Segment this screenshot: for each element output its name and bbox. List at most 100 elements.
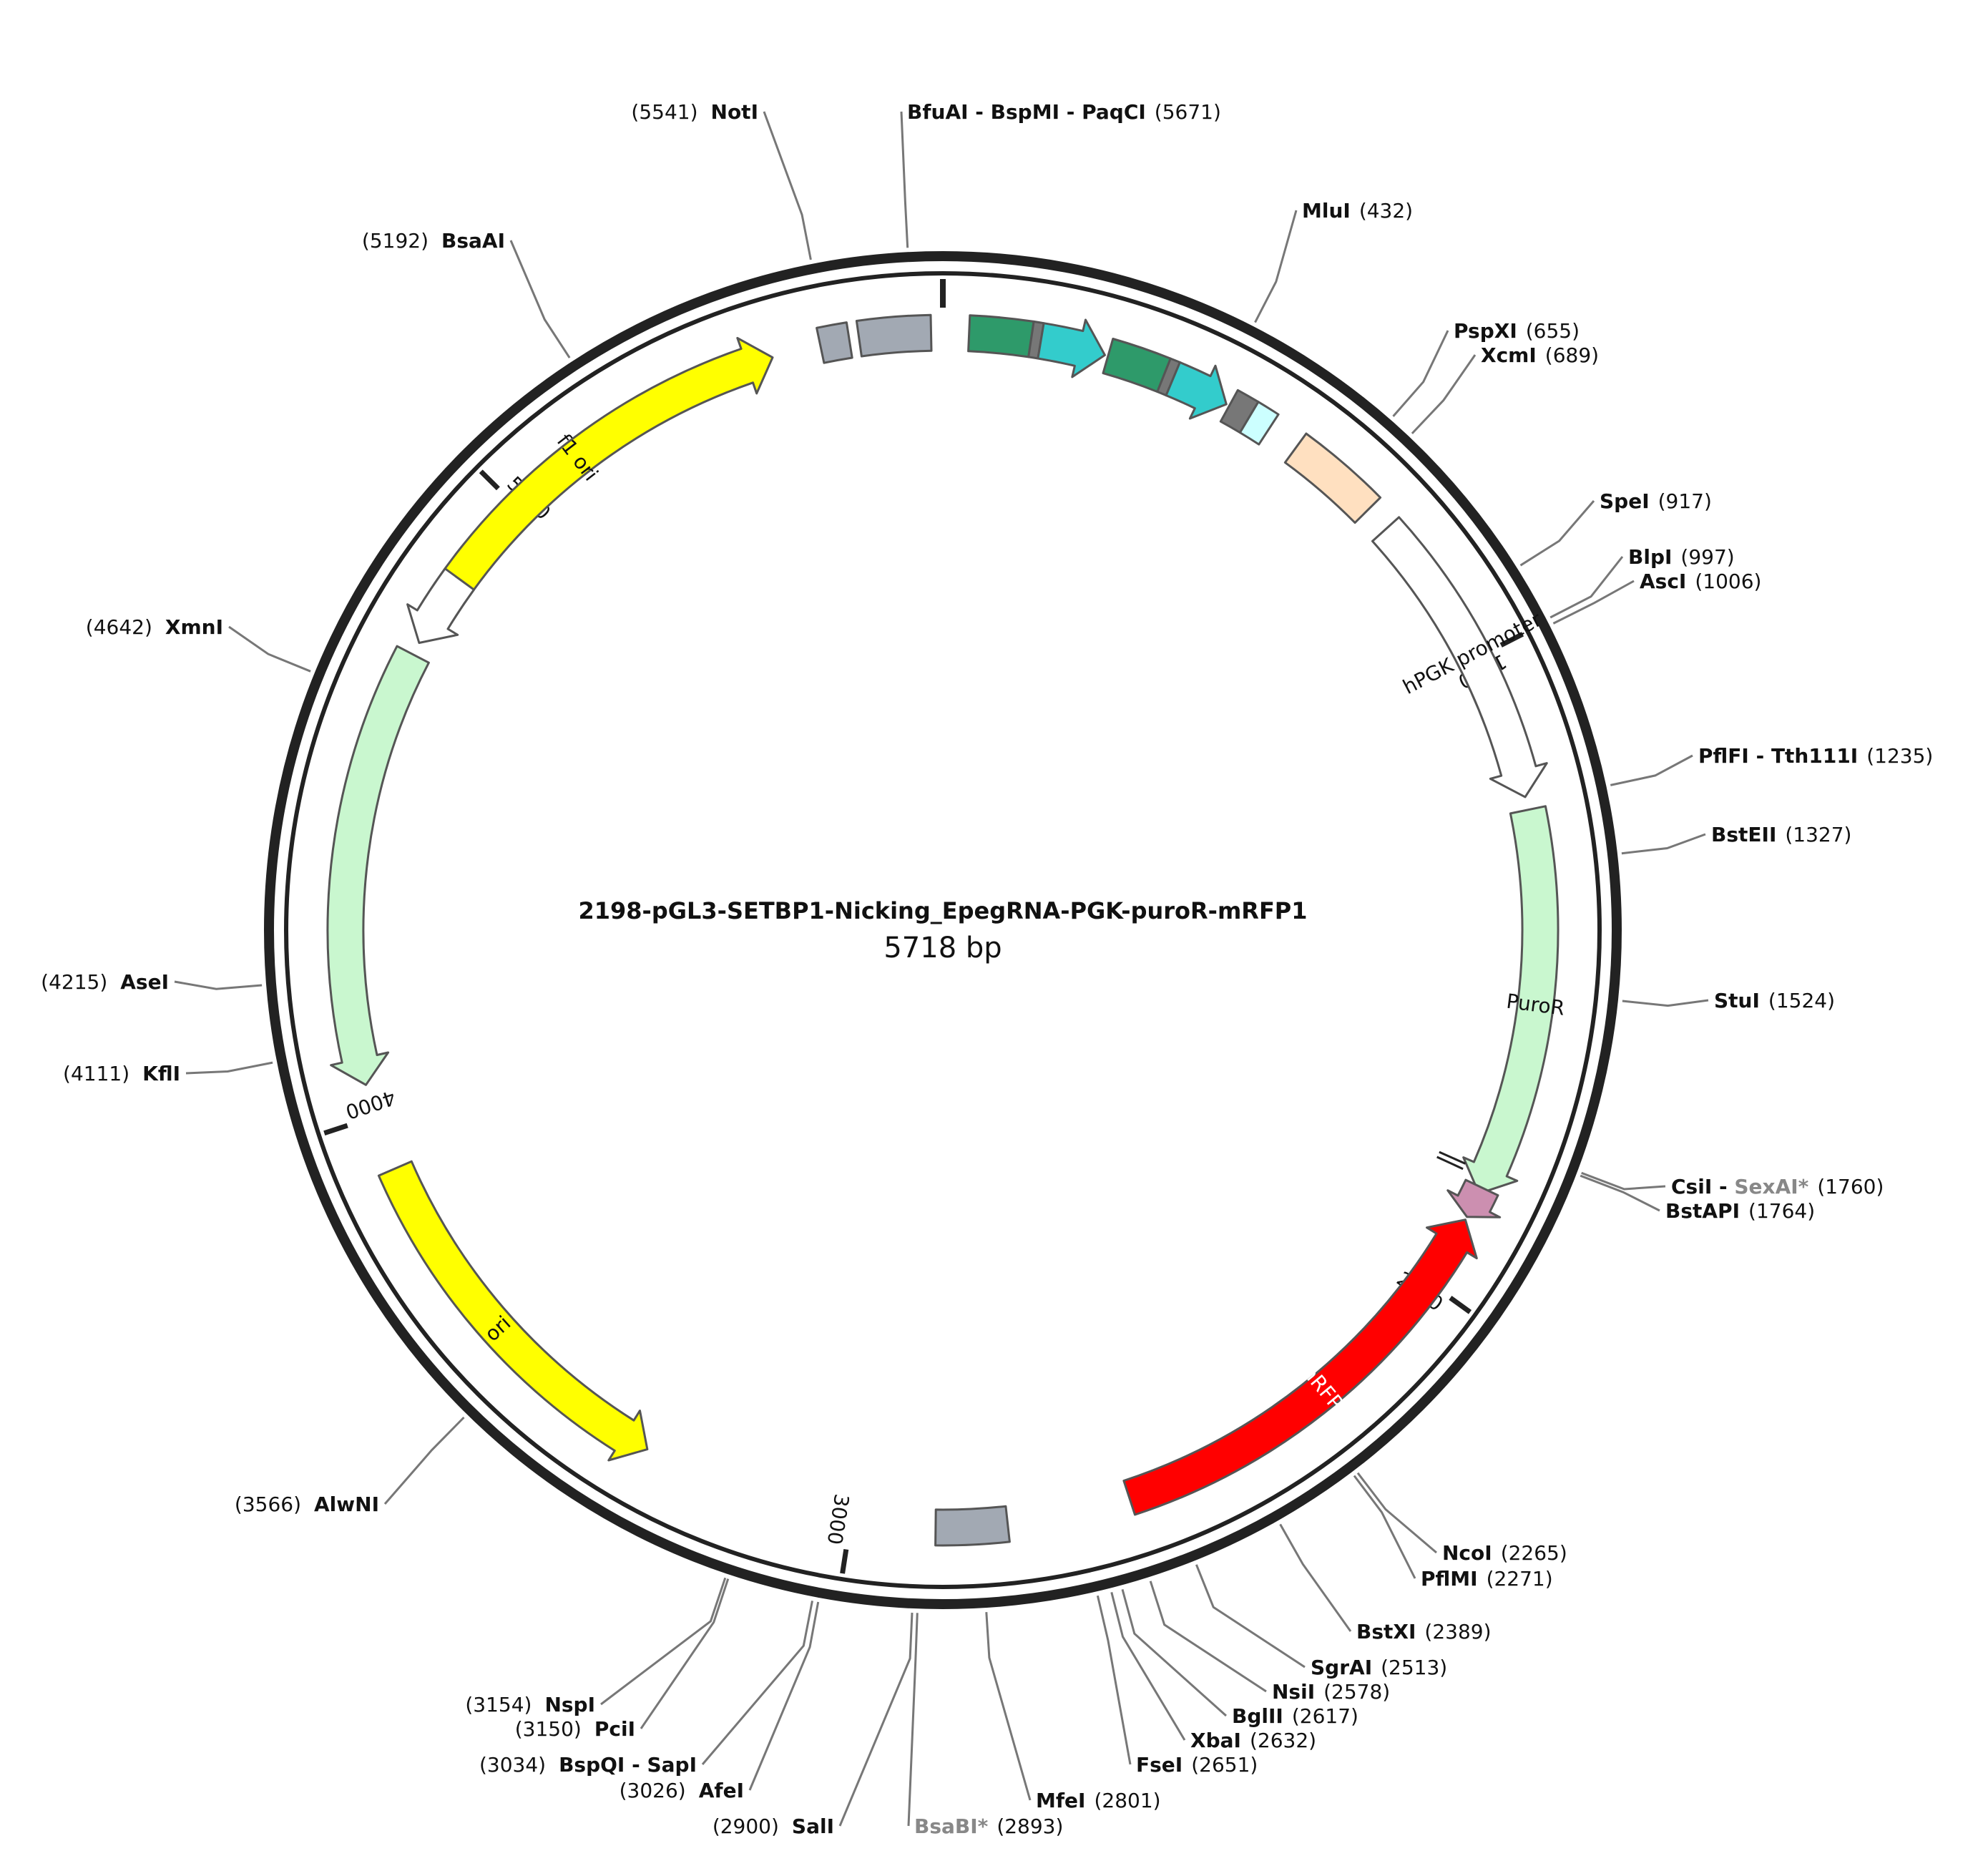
bp-tick [323,1123,348,1136]
site-position: (2617) [1292,1704,1358,1728]
site-name: KflI [142,1062,180,1085]
site-position: (1760) [1817,1175,1884,1198]
site-position: (4215) [41,970,107,994]
site-label: (3026)AfeI [620,1779,744,1802]
ori-feature [377,1160,649,1462]
hgh-polya-box-feature [934,1505,1011,1547]
site-label: StuI(1524) [1714,989,1835,1012]
site-position: (1327) [1785,823,1851,846]
plasmid-name: 2198-pGL3-SETBP1-Nicking_EpegRNA-PGK-pur… [578,897,1307,924]
site-leader-line [985,1612,1032,1801]
site-name: SgrAI [1311,1656,1372,1679]
site-label: (3034) BspQI - SapI [479,1753,697,1777]
site-label: BfuAI - BspMI - PaqCI(5671) [907,100,1221,124]
site-label: MluI(432) [1302,199,1413,223]
site-leader-line [1392,330,1449,417]
site-position: (2271) [1487,1567,1553,1591]
site-leader-line [900,111,909,248]
site-leader-line [907,1613,919,1827]
pink-arrow-feature [1446,1178,1502,1218]
site-label: (3154) NspI [465,1693,595,1716]
site-leader-line [838,1612,914,1827]
light-cyan-feature [1238,401,1280,446]
site-name: PflMI [1421,1567,1478,1591]
site-name: BsaBI* [914,1814,989,1838]
site-leader-line [600,1577,727,1706]
backbone-ring [264,251,1622,1609]
site-name: BglII [1232,1704,1283,1728]
site-label: (5192)BsaAI [362,229,505,253]
site-name: BlpI [1628,545,1672,569]
site-leader-line [1610,754,1693,786]
bp-tick-label: 4000 [343,1085,398,1124]
site-name: AseI [120,970,169,994]
site-name: AfeI [699,1779,744,1802]
site-label: NsiI(2578) [1272,1680,1390,1704]
site-label: (5541) NotI [631,100,758,124]
site-label: (4642)XmnI [86,615,223,639]
site-name: FseI [1136,1753,1182,1777]
site-name: NspI [544,1693,595,1716]
site-leader-line [1519,500,1595,567]
site-name: NotI [711,100,758,124]
site-label: FseI (2651) [1136,1753,1258,1777]
mrfp1-feature [1122,1218,1478,1516]
site-label: CsiI - SexAI* (1760) [1671,1175,1884,1198]
site-position: (2801) [1094,1789,1160,1812]
site-name: PspXI [1454,319,1517,343]
site-name-secondary: SexAI* [1734,1175,1808,1198]
site-leader-line [383,1416,465,1505]
site-label: PflFI - Tth111I(1235) [1698,744,1933,768]
site-name: XbaI [1190,1729,1241,1752]
site-name: BstEII [1711,823,1776,846]
site-leader-line [1279,1523,1352,1632]
bp-tick [840,1548,849,1574]
site-position: (2389) [1424,1620,1491,1643]
site-name: CsiI - [1671,1175,1734,1198]
restriction-sites: (5541) NotI BfuAI - BspMI - PaqCI(5671) Mlu… [41,100,1933,1838]
site-position: (2651) [1191,1753,1258,1777]
bp-tick-label: 3000 [823,1493,854,1547]
site-label: BglII (2617) [1232,1704,1358,1728]
site-leader-line [1149,1581,1267,1693]
site-position: (432) [1359,199,1413,223]
gray-box-b-feature [855,313,933,358]
site-name: XmnI [165,615,223,639]
site-name: XcmI [1481,343,1537,367]
site-label: XbaI (2632) [1190,1729,1316,1752]
site-position: (2265) [1501,1541,1567,1565]
peach-feature [1283,432,1382,524]
site-label: PspXI(655) [1454,319,1580,343]
site-name: BstAPI [1665,1199,1740,1223]
site-leader-line [228,625,311,673]
site-name: BspQI - SapI [559,1753,697,1777]
site-label: BstXI(2389) [1356,1620,1492,1643]
site-name: AlwNI [314,1493,379,1516]
site-leader-line [1549,556,1624,619]
site-name: PciI [594,1717,635,1741]
site-leader-line [1580,1174,1660,1212]
bp-tick [1449,1296,1472,1314]
bp-tick [479,469,500,491]
gray-box-a-feature [816,321,853,364]
site-label: BsaBI*(2893) [914,1814,1063,1838]
site-leader-line [1096,1595,1132,1765]
site-name: NsiI [1272,1680,1315,1704]
site-label: NcoI(2265) [1442,1541,1567,1565]
site-position: (3154) [465,1693,532,1716]
center-title: 2198-pGL3-SETBP1-Nicking_EpegRNA-PGK-pur… [578,897,1307,964]
site-name: MfeI [1036,1789,1085,1812]
site-leader-line [185,1061,273,1075]
site-position: (3034) [479,1753,546,1777]
site-position: (2632) [1250,1729,1316,1752]
site-position: (2900) [713,1814,779,1838]
site-position: (5192) [362,229,429,253]
site-label: (3150)PciI [515,1717,635,1741]
site-position: (3566) [235,1493,301,1516]
site-position: (5541) [631,100,697,124]
site-leader-line [701,1601,813,1765]
site-label: (4111)KflI [63,1062,180,1085]
site-name: SpeI [1600,489,1650,513]
